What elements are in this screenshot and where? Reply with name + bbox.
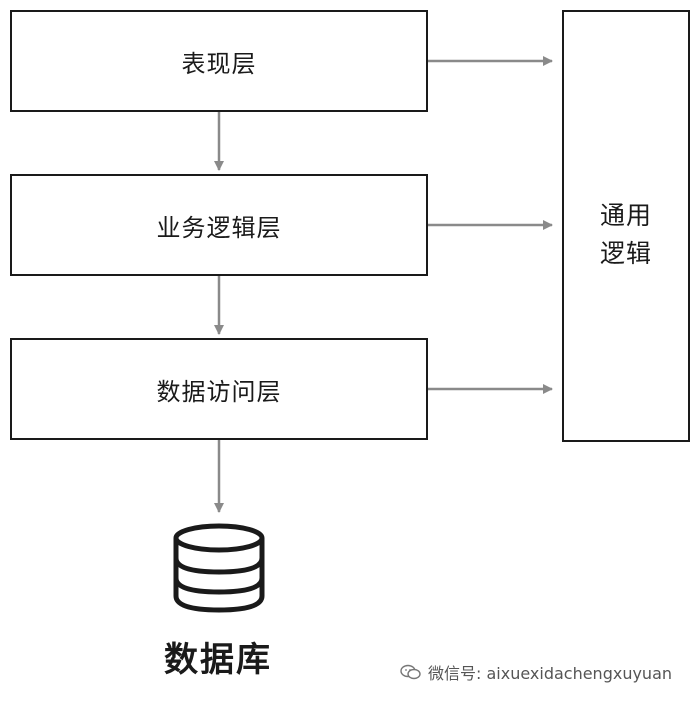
data-access-layer-label: 数据访问层 [156,377,282,406]
presentation-layer-label: 表现层 [181,49,257,78]
watermark: 微信号: aixuexidachengxuyuan [400,660,672,684]
database-icon [173,523,265,613]
common-logic-box: 通用 逻辑 [562,10,690,442]
business-logic-layer-label: 业务逻辑层 [156,213,282,242]
data-access-layer-box: 数据访问层 [10,338,428,440]
watermark-text: 微信号: aixuexidachengxuyuan [428,664,673,683]
presentation-layer-box: 表现层 [10,10,428,112]
common-logic-label-line1: 通用 [599,201,652,230]
database-label: 数据库 [164,640,272,680]
common-logic-label-line2: 逻辑 [599,239,652,268]
wechat-icon [400,664,421,680]
business-logic-layer-box: 业务逻辑层 [10,174,428,276]
